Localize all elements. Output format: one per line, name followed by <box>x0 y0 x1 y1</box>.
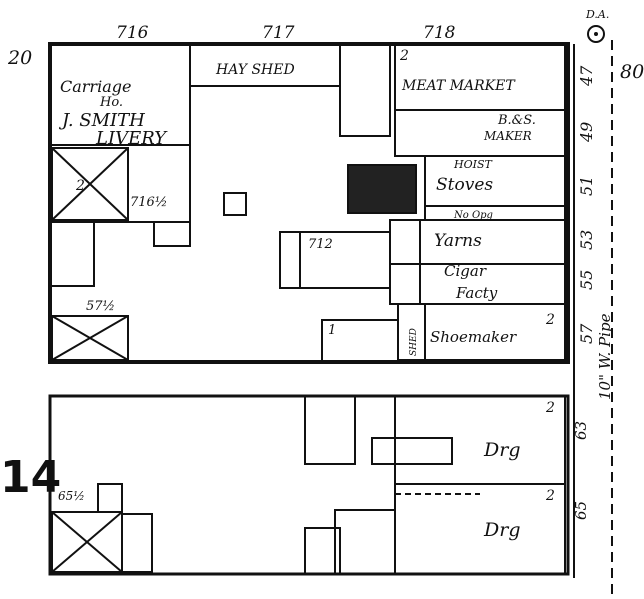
addr-49: 49 <box>577 122 596 143</box>
addr-63: 63 <box>572 421 590 440</box>
shed-label: SHED <box>409 328 419 356</box>
bs-label: B.&S. <box>497 113 536 128</box>
addr-57: 57 <box>577 323 596 344</box>
addr-65: 65 <box>572 501 590 520</box>
drug-store-1 <box>394 395 566 485</box>
rear-lower-1 <box>304 527 341 575</box>
hoist-label: HOIST <box>453 158 493 171</box>
story-2-drg2: 2 <box>545 488 555 504</box>
meat-market <box>394 43 566 111</box>
bs-label-2: MAKER <box>483 129 532 143</box>
livery-x-box <box>51 147 129 221</box>
hay-shed-annex <box>339 43 391 137</box>
lower-shed-1 <box>304 395 356 465</box>
lower-left-shed <box>121 513 153 573</box>
rear-left-shed <box>49 221 95 287</box>
sub-57half: 57½ <box>86 299 115 314</box>
addr-47: 47 <box>577 65 596 87</box>
addr-51: 51 <box>577 176 596 196</box>
bs-maker-shop <box>394 109 566 157</box>
outhouse2-x-2 <box>51 511 123 573</box>
stoves-label: Stoves <box>436 175 493 195</box>
story-2-shoe: 2 <box>545 312 555 328</box>
no-opg-strip <box>424 205 566 221</box>
livery-x-line-2 <box>51 147 129 221</box>
story-1-shed: 1 <box>328 323 336 338</box>
yarns-label: Yarns <box>434 231 482 251</box>
small-shed-2 <box>153 221 191 247</box>
addr-55: 55 <box>577 270 596 290</box>
sub-712: 712 <box>308 237 333 252</box>
stable-712 <box>279 231 391 289</box>
block-number: 14 <box>0 452 61 503</box>
cigar-label-1: Cigar <box>444 262 487 280</box>
sub-65half: 65½ <box>58 489 85 503</box>
story-2-livery: 2 <box>75 178 85 194</box>
addr-53: 53 <box>577 230 596 250</box>
hay-shed-label: HAY SHED <box>215 62 295 78</box>
drug-label-2: Drg <box>483 519 520 541</box>
livery-label-3: J. SMITH <box>58 110 145 131</box>
hoist-shaft <box>347 164 417 214</box>
street-label: 10" W. Pipe <box>596 313 614 400</box>
lot-20: 20 <box>7 47 32 69</box>
compass-dot <box>594 32 598 36</box>
drug-label-1: Drg <box>483 439 520 461</box>
drug-annex-1 <box>371 437 453 465</box>
lot-80: 80 <box>620 61 644 83</box>
livery-building <box>49 43 191 223</box>
drug-store-2 <box>394 483 566 575</box>
small-shed-1 <box>223 192 247 216</box>
meat-market-label: MEAT MARKET <box>401 78 516 94</box>
shoemaker-label: Shoemaker <box>430 328 517 346</box>
compass-label: D.A. <box>585 8 609 21</box>
livery-label-2: Ho. <box>99 95 123 110</box>
lot-718: 718 <box>423 23 456 43</box>
cigar-label-2: Facty <box>455 284 498 302</box>
livery-label-4: LIVERY <box>95 128 168 149</box>
story-2-drg1: 2 <box>545 400 555 416</box>
annex-stair-box <box>389 219 421 305</box>
outhouse-x-2 <box>51 315 129 361</box>
outhouse-57half <box>51 315 129 361</box>
lot-717: 717 <box>262 23 295 43</box>
rear-lower-2 <box>334 509 396 575</box>
lower-small-shed <box>97 483 123 513</box>
rear-shed-left <box>321 319 399 363</box>
livery-label-1: Carriage <box>60 77 131 96</box>
no-opg-label: No Opg <box>453 210 493 221</box>
sub-716half: 716½ <box>130 195 167 210</box>
compass-circle <box>587 25 605 43</box>
lot-716: 716 <box>116 23 149 43</box>
story-2-meat: 2 <box>399 48 409 64</box>
